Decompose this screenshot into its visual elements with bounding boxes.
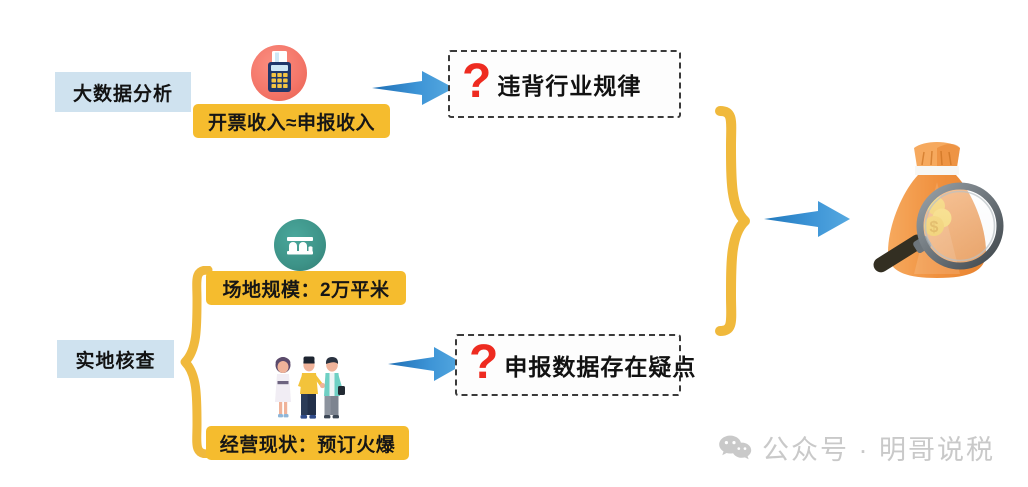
left-curly-brace xyxy=(178,265,214,459)
question-mark-icon: ? xyxy=(469,336,499,389)
venue-building-glyph xyxy=(287,237,313,255)
person-woman xyxy=(275,357,291,418)
stage-label-on-site-inspection: 实地核查 xyxy=(57,340,174,378)
arrow-to-conclusion-1 xyxy=(370,68,456,108)
conclusion-text-2: 申报数据存在疑点 xyxy=(504,354,697,380)
three-people-illustration xyxy=(266,354,352,429)
pos-terminal-glyph xyxy=(268,51,291,92)
stage-label-big-data-analysis: 大数据分析 xyxy=(55,72,191,112)
arrow-to-conclusion-2 xyxy=(386,344,466,384)
fact-chip-invoice-vs-declared: 开票收入≈申报收入 xyxy=(193,104,390,138)
arrow-to-outcome xyxy=(762,198,852,240)
right-curly-brace xyxy=(712,106,756,336)
wechat-icon xyxy=(719,435,752,459)
conclusion-box-declaration-doubts: ? 申报数据存在疑点 xyxy=(455,334,695,396)
fact-chip-business-status: 经营现状：预订火爆 xyxy=(206,426,409,460)
conclusion-text-1: 违背行业规律 xyxy=(497,73,642,99)
conclusion-box-violates-industry-norms: ? 违背行业规律 xyxy=(448,50,681,118)
person-mint-jacket xyxy=(324,357,345,419)
money-bag-magnifier-icon: $ xyxy=(862,134,1012,292)
watermark: 公众号 · 明哥说税 xyxy=(718,428,995,467)
question-mark-icon: ? xyxy=(462,55,492,108)
venue-building-icon xyxy=(274,219,326,271)
pos-terminal-icon xyxy=(251,45,307,101)
person-man-yellow xyxy=(298,356,326,419)
watermark-text: 公众号 · 明哥说税 xyxy=(762,435,995,465)
fact-chip-venue-size: 场地规模：2万平米 xyxy=(206,271,406,305)
